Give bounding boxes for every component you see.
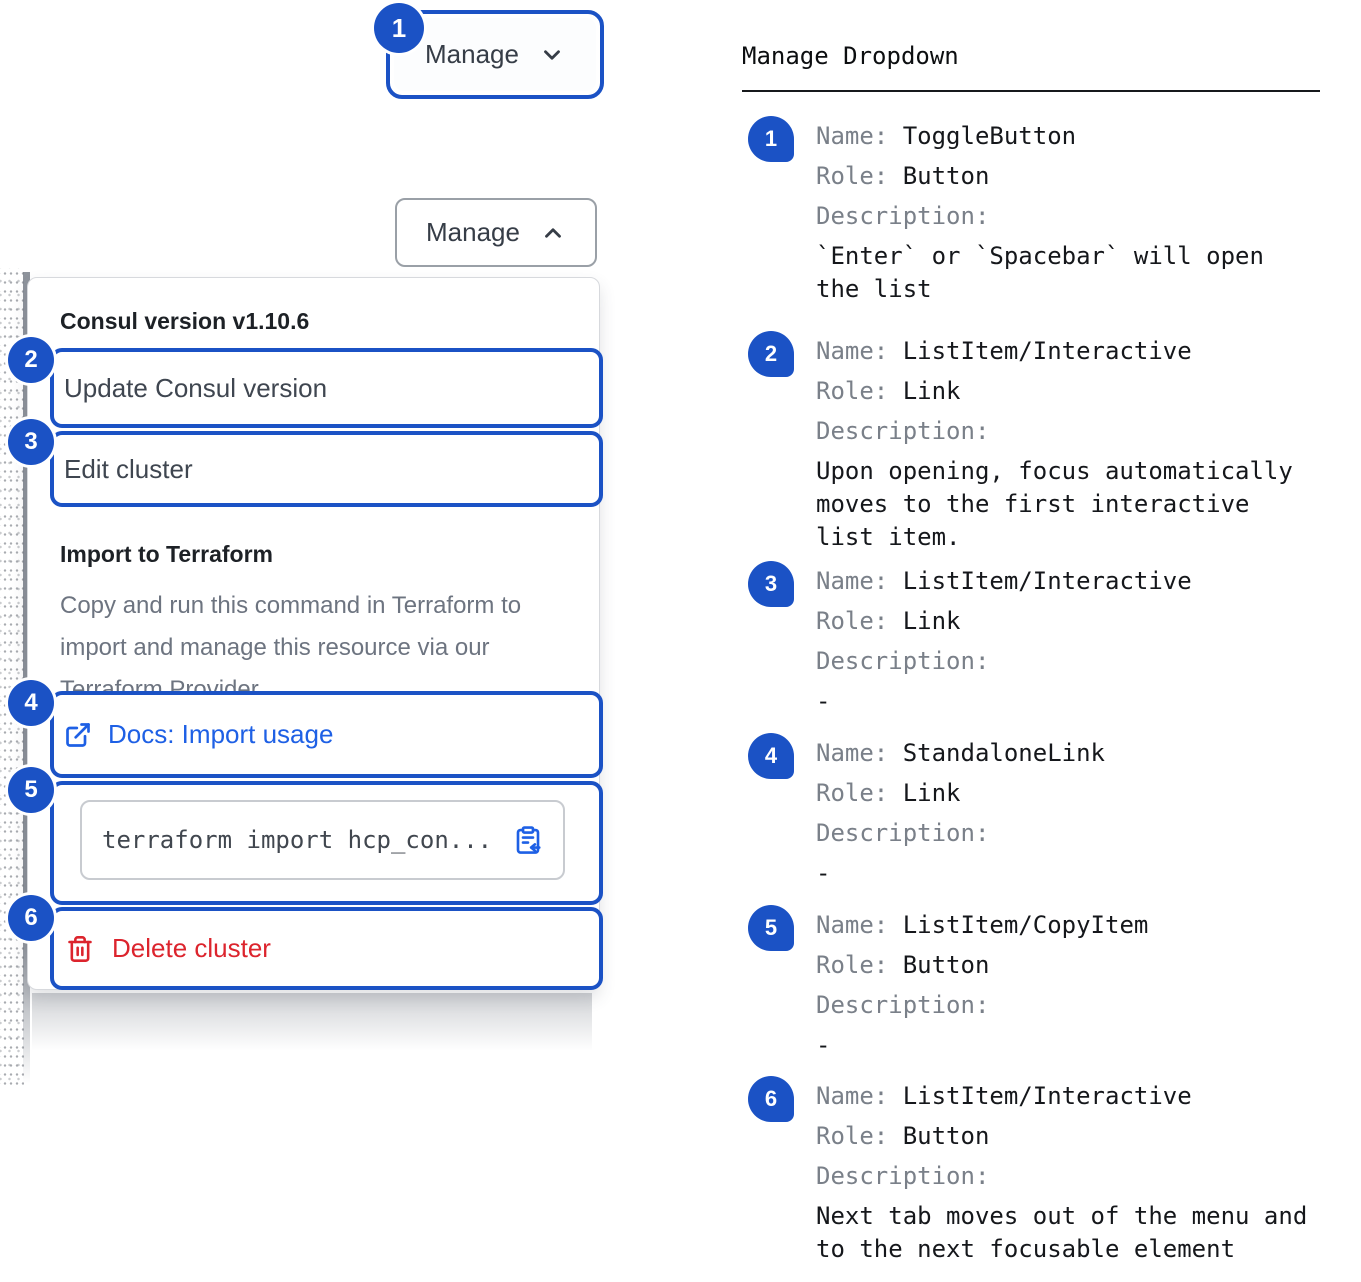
manage-toggle-button-open[interactable]: Manage	[395, 198, 597, 267]
name-value: ListItem/Interactive	[902, 567, 1192, 595]
docs-link-label: Docs: Import usage	[108, 719, 334, 749]
role-label: Role:	[816, 951, 889, 979]
spec-heading-rule	[742, 90, 1320, 92]
role-value: Button	[902, 951, 990, 979]
description-value: `Enter` or `Spacebar` will open the list	[816, 242, 1264, 303]
spec-badge-3: 3	[748, 561, 794, 607]
menu-item-delete-cluster[interactable]: Delete cluster	[50, 907, 603, 990]
description-label: Description:	[816, 819, 990, 847]
spec-badge-6: 6	[748, 1076, 794, 1122]
spec-entry-4: 4 Name: StandaloneLink Role: Link Descri…	[748, 733, 1105, 890]
clipboard-copy-icon[interactable]	[513, 825, 543, 855]
name-value: StandaloneLink	[902, 739, 1105, 767]
name-value: ListItem/CopyItem	[902, 911, 1149, 939]
name-label: Name:	[816, 1082, 889, 1110]
chevron-down-icon	[544, 49, 560, 60]
panel-left-shadow	[23, 272, 30, 1084]
role-value: Button	[902, 1122, 990, 1150]
role-label: Role:	[816, 779, 889, 807]
menu-item-docs-import-usage[interactable]: Docs: Import usage	[50, 691, 603, 778]
annotation-badge-4: 4	[8, 680, 54, 726]
import-section-title: Import to Terraform	[60, 541, 273, 567]
description-label: Description:	[816, 1162, 990, 1190]
annotation-badge-6: 6	[8, 895, 54, 941]
menu-item-label: Update Consul version	[64, 372, 328, 403]
description-value: Next tab moves out of the menu and to th…	[816, 1202, 1308, 1263]
name-value: ListItem/Interactive	[902, 337, 1192, 365]
terraform-command-copy-field[interactable]: terraform import hcp_con...	[80, 800, 565, 880]
spec-badge-4: 4	[748, 733, 794, 779]
description-label: Description:	[816, 647, 990, 675]
description-value: Upon opening, focus automatically moves …	[816, 457, 1293, 551]
spec-badge-1: 1	[748, 116, 794, 162]
consul-version-header: Consul version v1.10.6	[60, 308, 310, 334]
spec-badge-5: 5	[748, 905, 794, 951]
description-label: Description:	[816, 202, 990, 230]
name-label: Name:	[816, 911, 889, 939]
trash-icon	[68, 935, 92, 962]
description-value: -	[816, 687, 831, 715]
shadow-texture	[0, 268, 24, 1086]
terraform-command-text: terraform import hcp_con...	[102, 826, 493, 854]
role-label: Role:	[816, 607, 889, 635]
name-label: Name:	[816, 337, 889, 365]
spec-entry-6: 6 Name: ListItem/Interactive Role: Butto…	[748, 1076, 1316, 1266]
annotation-badge-3: 3	[8, 419, 54, 465]
name-label: Name:	[816, 122, 889, 150]
delete-cluster-label: Delete cluster	[112, 933, 271, 963]
name-value: ListItem/Interactive	[902, 1082, 1192, 1110]
description-value: -	[816, 859, 831, 887]
manage-toggle-label: Manage	[426, 217, 520, 247]
name-value: ToggleButton	[902, 122, 1077, 150]
spec-badge-2: 2	[748, 331, 794, 377]
spec-entry-5: 5 Name: ListItem/CopyItem Role: Button D…	[748, 905, 1148, 1062]
annotation-badge-5: 5	[8, 767, 54, 813]
manage-toggle-button-closed[interactable]: Manage	[394, 18, 596, 91]
annotation-badge-2: 2	[8, 337, 54, 383]
role-value: Link	[902, 607, 961, 635]
menu-item-edit-cluster[interactable]: Edit cluster	[50, 431, 603, 507]
role-label: Role:	[816, 1122, 889, 1150]
role-value: Link	[902, 377, 961, 405]
spec-heading: Manage Dropdown	[742, 42, 959, 70]
annotation-badge-1: 1	[374, 3, 424, 53]
description-value: -	[816, 1031, 831, 1059]
spec-entry-1: 1 Name: ToggleButton Role: Button Descri…	[748, 116, 1316, 306]
name-label: Name:	[816, 739, 889, 767]
role-value: Link	[902, 779, 961, 807]
chevron-up-icon	[545, 227, 561, 238]
import-section-description: Copy and run this command in Terraform t…	[60, 592, 522, 703]
menu-item-label: Edit cluster	[64, 453, 193, 484]
spec-entry-2: 2 Name: ListItem/Interactive Role: Link …	[748, 331, 1316, 554]
role-label: Role:	[816, 162, 889, 190]
role-value: Button	[902, 162, 990, 190]
description-label: Description:	[816, 991, 990, 1019]
name-label: Name:	[816, 567, 889, 595]
panel-bottom-shadow	[32, 993, 592, 1051]
external-link-icon	[66, 722, 90, 747]
spec-entry-3: 3 Name: ListItem/Interactive Role: Link …	[748, 561, 1192, 718]
description-label: Description:	[816, 417, 990, 445]
menu-item-update-consul-version[interactable]: Update Consul version	[50, 348, 603, 428]
role-label: Role:	[816, 377, 889, 405]
manage-toggle-label: Manage	[425, 39, 519, 69]
